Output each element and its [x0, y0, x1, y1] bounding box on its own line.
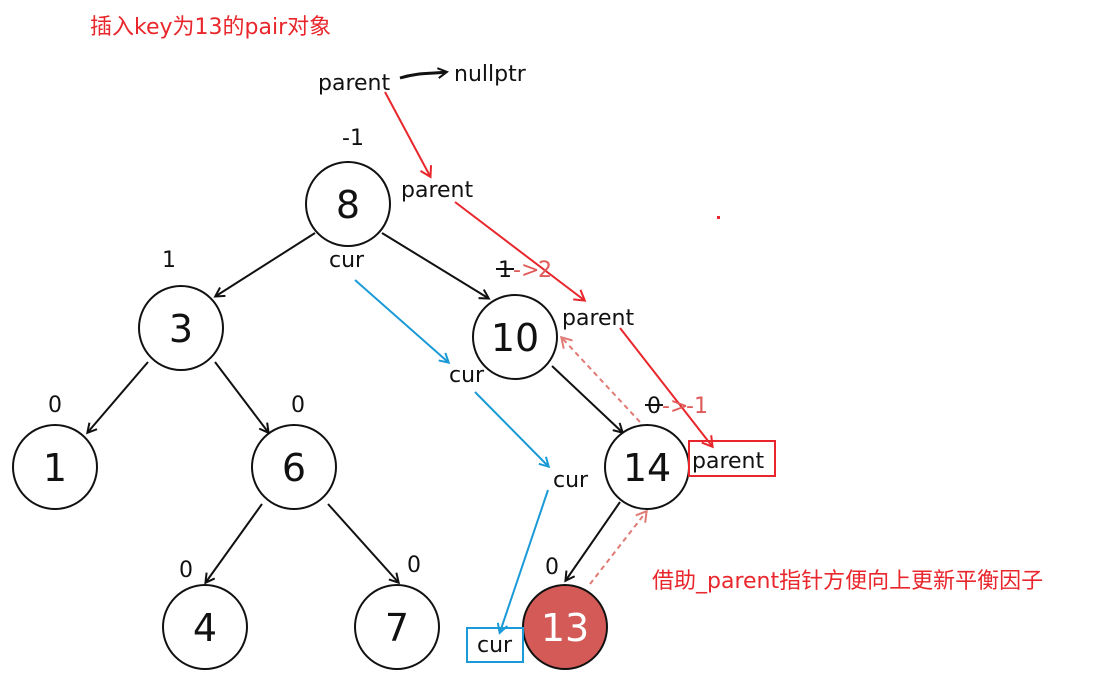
node-7-key: 7: [385, 606, 409, 650]
upward-parent-arrows: [559, 335, 648, 585]
nullptr-arrow: [399, 72, 446, 80]
node-6-key: 6: [282, 446, 306, 490]
node-7: 7: [354, 584, 440, 670]
root-parent-label: parent: [318, 71, 390, 96]
bf-node-4: 0: [179, 558, 193, 583]
parent-final-box: [688, 440, 776, 477]
edge-8-10: [381, 232, 488, 298]
edge-14-13: [566, 501, 621, 580]
cur-path-arrows: [354, 279, 549, 632]
bf-node-14-new: -1: [686, 394, 708, 419]
node-4: 4: [162, 584, 248, 670]
edge-8-3: [216, 232, 316, 296]
node-8: 8: [305, 161, 391, 247]
up-arrow-13-14: [589, 509, 648, 585]
bf-node-10-old: 1: [498, 258, 512, 283]
bf-node-13: 0: [545, 555, 559, 580]
tree-nodes: 8 3 10 1 6 14 4 7: [12, 161, 690, 670]
node-6: 6: [251, 424, 337, 510]
cur-label-final: cur: [477, 633, 513, 658]
bf-node-10-arrow: ->: [513, 258, 539, 283]
parent-arrow-3: [619, 327, 714, 449]
edge-10-14: [551, 365, 622, 432]
parent-path-arrows: [384, 91, 714, 449]
bf-node-14-old: 0: [647, 394, 661, 419]
tree-edges: [88, 232, 622, 582]
update-note: 借助_parent指针方便向上更新平衡因子: [652, 569, 1043, 594]
up-arrow-14-10: [559, 335, 641, 423]
node-13-new: 13: [522, 584, 608, 670]
bf-node-3: 1: [162, 248, 176, 273]
diagram-title: 插入key为13的pair对象: [90, 15, 331, 40]
cur-arrow-1: [354, 279, 448, 362]
bf-node-14-arrow: ->: [662, 394, 688, 419]
node-3: 3: [138, 285, 224, 371]
node-1: 1: [12, 424, 98, 510]
edge-6-4: [206, 503, 263, 582]
cur-label-1: cur: [329, 248, 365, 273]
parent-label-final: parent: [692, 449, 764, 474]
balance-factors: -1 1 0 0 0 0 0 1 -> 2 0 -> -1: [48, 126, 708, 583]
bf-node-8: -1: [342, 126, 364, 151]
node-10-key: 10: [491, 316, 539, 360]
node-1-key: 1: [43, 446, 67, 490]
bf-node-6: 0: [291, 393, 305, 418]
parent-arrow-2: [454, 201, 587, 302]
node-8-key: 8: [336, 183, 360, 227]
stray-dot: [717, 216, 720, 219]
cur-label-3: cur: [553, 468, 589, 493]
parent-label-2: parent: [562, 306, 634, 331]
node-3-key: 3: [169, 307, 193, 351]
parent-arrow-1: [384, 91, 433, 179]
parent-label-1: parent: [401, 178, 473, 203]
nullptr-label: nullptr: [454, 62, 527, 87]
node-10: 10: [472, 294, 558, 380]
cur-label-2: cur: [449, 363, 485, 388]
edge-3-6: [214, 361, 268, 432]
bf-node-10-new: 2: [538, 258, 552, 283]
cur-arrow-3: [500, 489, 549, 632]
node-13-key: 13: [541, 606, 589, 650]
node-14: 14: [604, 424, 690, 510]
edge-6-7: [327, 503, 398, 582]
node-4-key: 4: [193, 606, 217, 650]
cur-final-box: [466, 627, 524, 663]
node-14-key: 14: [623, 446, 671, 490]
bf-node-1: 0: [48, 393, 62, 418]
cur-arrow-2: [474, 391, 548, 466]
cur-labels: cur cur cur cur: [329, 248, 589, 663]
parent-labels: parent parent parent: [401, 178, 776, 477]
bf-node-7: 0: [407, 553, 421, 578]
edge-3-1: [88, 361, 149, 432]
